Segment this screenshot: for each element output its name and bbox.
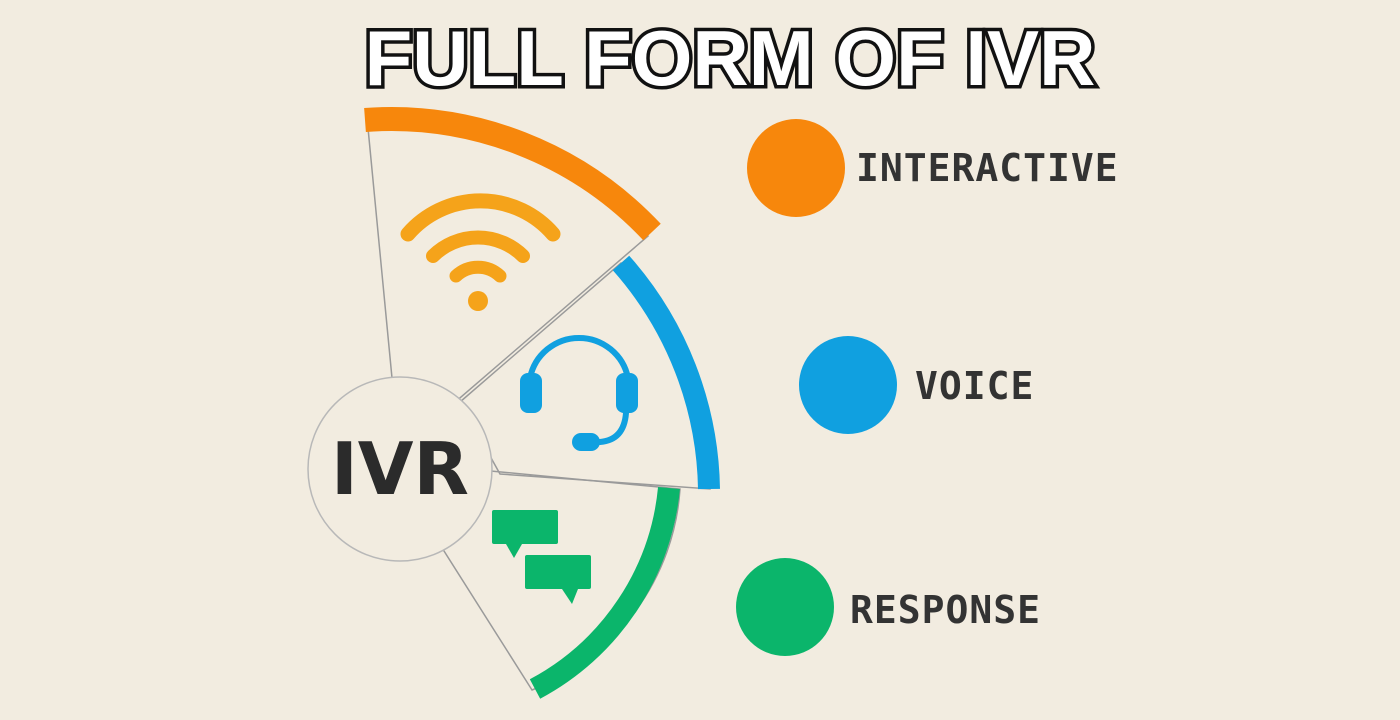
voice-label: VOICE [915,364,1035,408]
wifi-icon [400,193,561,311]
interactive-dot [747,119,845,217]
ivr-hub-label: IVR [331,427,469,511]
arc-voice [612,255,720,490]
interactive-label: INTERACTIVE [856,146,1119,190]
arc-response [529,486,680,699]
arc-interactive [364,107,661,241]
headset-icon [520,334,638,451]
chat-bubbles-icon [492,510,591,604]
ivr-hub [307,376,493,562]
response-label: RESPONSE [850,588,1042,632]
response-dot [736,558,834,656]
page-title: FULL FORM OF IVR [361,11,1099,106]
wedge-voice [459,261,711,490]
voice-dot [799,336,897,434]
